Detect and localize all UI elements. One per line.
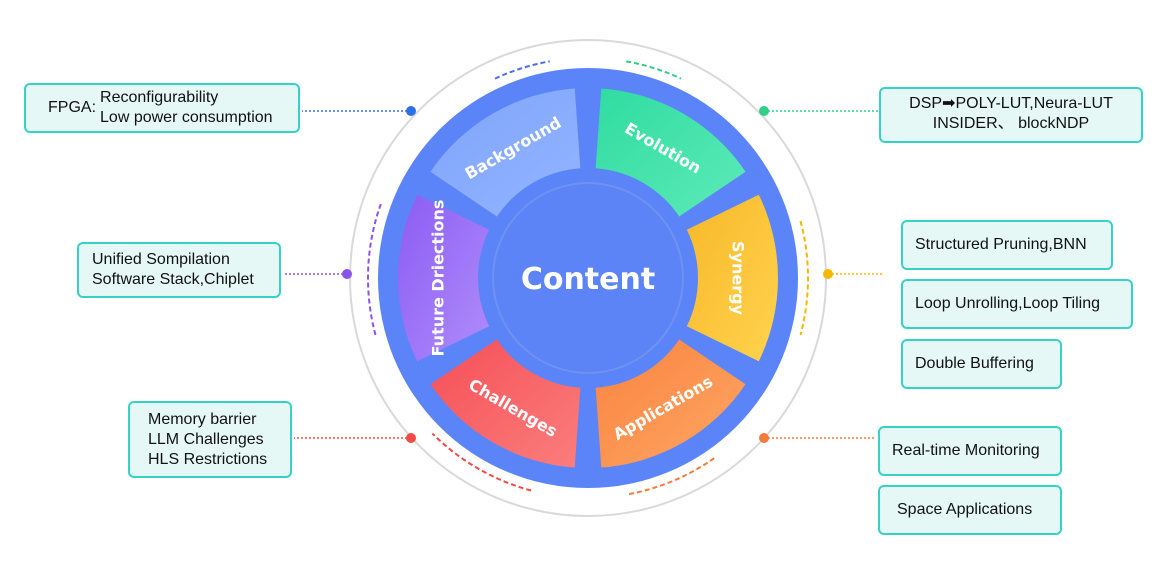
memory-line-3: HLS Restrictions	[148, 451, 268, 468]
orbit-arrow-1	[494, 60, 550, 80]
fpga-callout: FPGA: Reconfigurability Low power consum…	[24, 83, 300, 133]
dsp-line-1: DSP➡POLY-LUT,Neura-LUT	[909, 95, 1113, 112]
dsp-line-2: INSIDER、 blockNDP	[932, 115, 1090, 132]
fpga-line-1: Reconfigurability	[100, 89, 219, 106]
inner-circle	[492, 182, 684, 374]
application-item-2: Space Applications	[878, 485, 1062, 535]
segment-applications	[595, 339, 746, 468]
orbit-arrow-6	[367, 202, 383, 336]
unified-line-1: Unified Sompilation	[92, 251, 230, 268]
connector-dot-fpga	[406, 106, 416, 116]
segment-label-synergy: Synergy	[729, 241, 748, 316]
synergy-item-3: Double Buffering	[901, 339, 1062, 389]
orbit-arrow-3	[799, 220, 809, 336]
synergy-item-2: Loop Unrolling,Loop Tiling	[901, 279, 1133, 329]
synergy-item-3-text: Double Buffering	[915, 355, 1034, 372]
synergy-item-1: Structured Pruning,BNN	[901, 220, 1113, 270]
memory-callout: Memory barrier LLM Challenges HLS Restri…	[128, 401, 292, 478]
fpga-label: FPGA:	[48, 99, 97, 116]
unified-line-2: Software Stack,Chiplet	[92, 271, 254, 288]
connector-dot-applications	[759, 433, 769, 443]
segment-evolution	[595, 88, 746, 217]
unified-callout: Unified Sompilation Software Stack,Chipl…	[77, 242, 281, 298]
synergy-item-1-text: Structured Pruning,BNN	[915, 236, 1087, 253]
orbit-arrow-4	[626, 457, 715, 496]
application-item-1: Real-time Monitoring	[878, 426, 1062, 476]
segment-label-future-directions: Future Driections	[429, 200, 448, 357]
segment-future-directions	[398, 194, 490, 362]
segment-background	[430, 88, 581, 217]
orbit-arrow-2	[626, 60, 682, 80]
segment-challenges	[430, 339, 581, 468]
segment-synergy	[686, 194, 778, 362]
center-title: Content	[521, 262, 655, 297]
orbit-arrow-5	[431, 432, 532, 492]
application-item-2-text: Space Applications	[897, 501, 1033, 518]
dsp-callout: DSP➡POLY-LUT,Neura-LUT INSIDER、 blockNDP	[879, 87, 1143, 143]
application-item-1-text: Real-time Monitoring	[892, 442, 1040, 459]
connector-dot-synergy	[823, 269, 833, 279]
memory-line-2: LLM Challenges	[148, 431, 264, 448]
synergy-item-2-text: Loop Unrolling,Loop Tiling	[915, 295, 1101, 312]
fpga-line-2: Low power consumption	[100, 109, 273, 126]
connector-dot-dsp	[759, 106, 769, 116]
connector-dot-memory	[406, 433, 416, 443]
memory-line-1: Memory barrier	[148, 411, 257, 428]
connector-dot-unified	[342, 269, 352, 279]
